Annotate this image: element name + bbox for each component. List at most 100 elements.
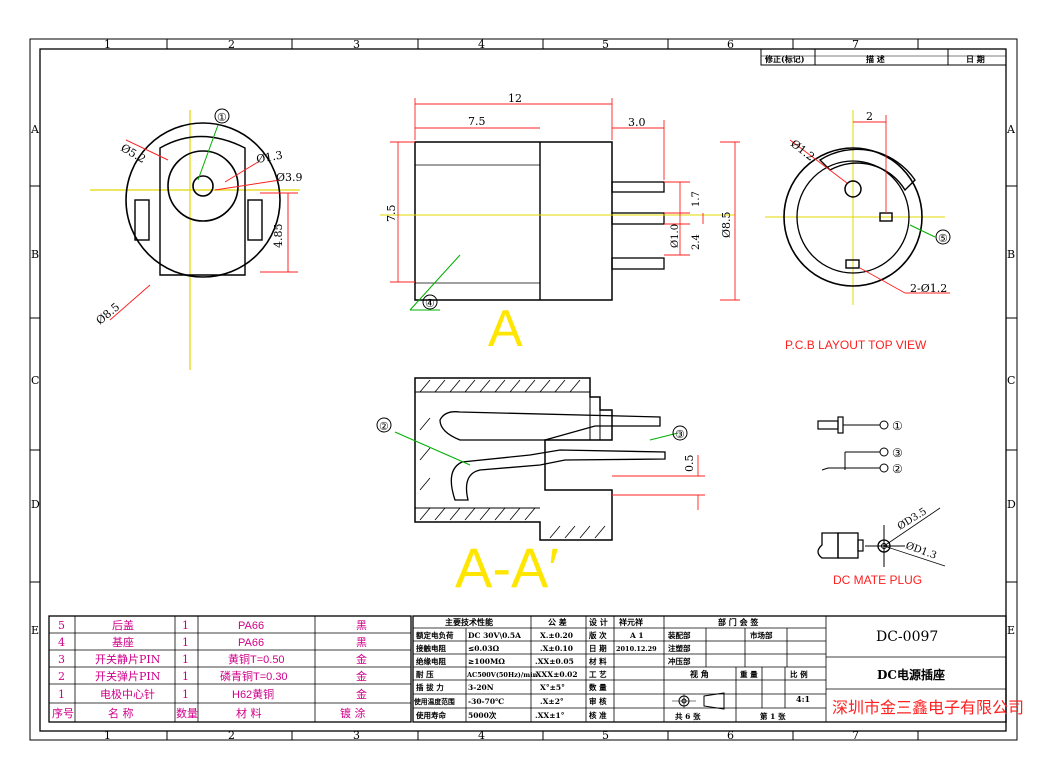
bom-finish-4: 黑	[356, 636, 367, 649]
bom-header-name: 名 称	[108, 706, 134, 720]
drawing-title: DC电源插座	[877, 667, 945, 682]
revision-mark-header: 修正(标记)	[764, 54, 805, 64]
revision-desc-header: 描 述	[866, 54, 885, 64]
projection-symbol	[672, 692, 725, 710]
dim-section-gap: 0.5	[683, 455, 696, 473]
sheets-total: 共 6 张	[675, 711, 701, 721]
bom-header-finish: 镀 涂	[340, 706, 366, 720]
dim-pin-dia: Ø1.3	[255, 149, 283, 166]
row-label-e-right: E	[1007, 624, 1015, 637]
row-label-e: E	[31, 624, 39, 637]
dept-a-1: 装配部	[667, 630, 691, 640]
weight-label: 重 量	[740, 669, 758, 679]
mate-plug: ØD3.5 ØD1.3 DC MATE PLUG	[817, 506, 946, 587]
pcb-layout-view: ⑤ Ø1.2 2 2-Ø1.2 P.C.B LAYOUT TOP VIEW	[765, 110, 951, 352]
approval-val-1: A 1	[629, 631, 644, 640]
tolerance-4: .XXX±0.02	[533, 670, 578, 679]
dim-pin-length: 3.0	[628, 116, 646, 129]
spec-key-7: 使用寿命	[415, 710, 446, 720]
bom-no-1: 1	[58, 688, 65, 701]
dim-h2: 2.4	[691, 234, 702, 250]
approval-key-4: 工 艺	[589, 669, 607, 679]
spec-key-1: 额定电负荷	[416, 630, 454, 640]
row-label-b: B	[31, 248, 39, 261]
bom-header-no: 序号	[52, 706, 74, 720]
approval-key-5: 数 量	[589, 682, 607, 692]
bom-qty-2: 1	[182, 670, 189, 683]
bom-qty-1: 1	[182, 688, 189, 701]
bom-finish-1: 金	[356, 687, 367, 701]
bom-no-4: 4	[58, 636, 65, 649]
view-label: 视 角	[690, 669, 709, 679]
spec-val-4: AC500V(50Hz)/min	[466, 671, 538, 679]
bom-mat-1: H62黄铜	[232, 687, 274, 701]
bom-name-4: 基座	[112, 635, 134, 649]
col-label-1b: 1	[104, 729, 111, 742]
col-label-7: 7	[852, 38, 859, 51]
bom-qty-5: 1	[182, 619, 189, 632]
tolerance-6: .X±2°	[540, 697, 564, 706]
dept-b-1: 市场部	[750, 630, 773, 640]
spec-key-2: 接触电阻	[416, 643, 446, 653]
tolerance-title: 公 差	[548, 617, 567, 627]
spec-key-6: 使用温度范围	[413, 697, 455, 706]
row-label-c-right: C	[1007, 374, 1015, 387]
bom-no-3: 3	[58, 653, 65, 666]
spec-val-7: 5000次	[468, 710, 497, 720]
bom-no-2: 2	[58, 670, 65, 683]
approval-designer-label: 设 计	[589, 617, 608, 627]
tolerance-2: .X±0.10	[540, 644, 573, 653]
bom-mat-5: PA66	[238, 620, 264, 632]
pcb-balloon-5: ⑤	[938, 232, 948, 245]
dim-hole-dia: Ø3.9	[276, 171, 303, 184]
bom-name-3: 开关静片PIN	[95, 652, 161, 666]
dim-pcb-hole: Ø1.2	[788, 137, 817, 164]
dept-a-3: 冲压部	[668, 656, 691, 666]
section-balloon-3: ③	[675, 428, 685, 441]
bom-mat-4: PA66	[238, 637, 264, 649]
approval-key-6: 审 核	[589, 696, 607, 706]
outer-frame	[29, 38, 1018, 741]
sheet-number: 第 1 张	[760, 711, 786, 721]
col-label-5: 5	[602, 38, 609, 51]
schematic-pin-2: ②	[892, 462, 903, 476]
revision-block: 修正(标记) 描 述 日 期	[760, 48, 1007, 66]
bom-header-mat: 材 料	[236, 706, 262, 720]
section-title: A-A′	[455, 536, 559, 599]
col-label-6: 6	[727, 38, 734, 51]
dim-pcb-slots: 2-Ø1.2	[910, 282, 947, 295]
company-name: 深圳市金三鑫电子有限公司	[832, 698, 1024, 717]
dim-plug-inner: ØD1.3	[904, 540, 938, 561]
dim-height: 4.85	[272, 224, 285, 249]
spec-key-3: 绝缘电阻	[416, 656, 446, 666]
switch-schematic: ① ③ ②	[817, 416, 903, 476]
spec-val-6: -30-70℃	[468, 697, 504, 706]
inner-frame	[39, 48, 1007, 732]
dim-outer-dia: Ø5.2	[119, 141, 148, 166]
approval-key-1: 版 次	[588, 630, 607, 640]
dim-h1: 1.7	[691, 191, 702, 207]
front-view: ① Ø5.2 Ø1.3 Ø3.9 4.85 Ø8.5	[90, 108, 303, 370]
spec-val-5: 3-20N	[468, 683, 494, 692]
dim-length: 12	[508, 92, 522, 105]
dim-body-dia: Ø8.5	[94, 300, 123, 327]
dim-pcb-offset: 2	[866, 110, 873, 123]
col-label-2b: 2	[228, 729, 235, 742]
side-balloon-4: ④	[425, 297, 435, 310]
dept-title: 部 门 会 签	[718, 617, 759, 627]
dim-side-height: 7.5	[385, 205, 398, 223]
bom-name-2: 开关弹片PIN	[95, 669, 161, 683]
spec-key-5: 插 拔 力	[416, 682, 444, 692]
approval-key-2: 日 期	[589, 643, 607, 653]
bom-finish-5: 黑	[356, 619, 367, 632]
bom-header-qty: 数量	[176, 707, 198, 720]
spec-val-2: ≤0.03Ω	[468, 644, 500, 653]
pcb-title: P.C.B LAYOUT TOP VIEW	[785, 338, 927, 352]
title-block: 主要技术性能 额定电负荷 DC 30V\0.5A 接触电阻 ≤0.03Ω 绝缘电…	[412, 615, 1024, 723]
schematic-pin-3: ③	[892, 446, 903, 460]
row-label-b-right: B	[1007, 248, 1015, 261]
bom-name-5: 后盖	[112, 618, 134, 632]
dim-side-dia: Ø8.5	[720, 211, 733, 238]
tolerance-5: X°±5°	[540, 683, 565, 692]
